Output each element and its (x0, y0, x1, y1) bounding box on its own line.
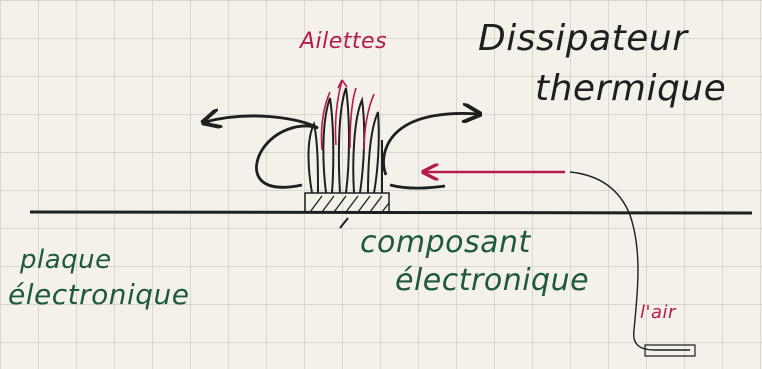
air-label: l'air (640, 302, 677, 323)
board-label-line2: électronique (8, 278, 190, 311)
component-label-line2: électronique (395, 263, 589, 298)
heatsink-label-line2: thermique (535, 68, 726, 109)
fins-label: Ailettes (298, 29, 387, 54)
heatsink-label-line1: Dissipateur (478, 18, 689, 59)
board-line (30, 212, 752, 213)
board-label-line1: plaque (19, 245, 112, 275)
component-label-line1: composant (360, 225, 531, 260)
